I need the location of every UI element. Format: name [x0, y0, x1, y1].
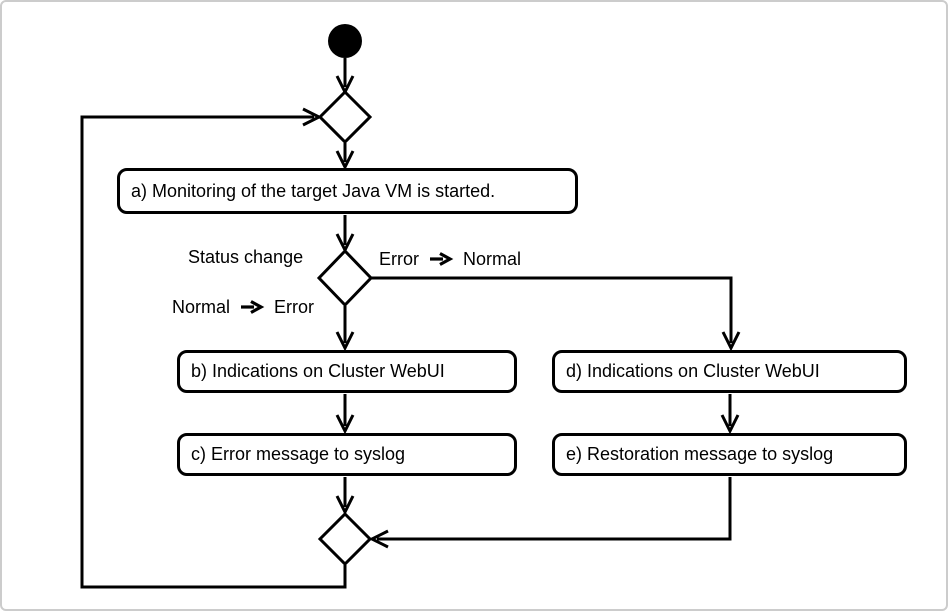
activity-a-monitoring-started: a) Monitoring of the target Java VM is s… [117, 168, 578, 214]
activity-e-restoration-syslog: e) Restoration message to syslog [552, 433, 907, 476]
merge-diamond-bottom [317, 511, 373, 567]
merge-diamond-top [317, 89, 373, 145]
error-to-normal-from: Error [379, 248, 419, 269]
edge-activity-e-to-merge-bottom [368, 477, 732, 549]
initial-node [328, 24, 362, 58]
normal-to-error-from: Normal [172, 296, 231, 317]
activity-b-label: b) Indications on Cluster WebUI [191, 361, 445, 381]
label-error-to-normal: Error Normal [379, 249, 521, 269]
activity-b-indications-webui: b) Indications on Cluster WebUI [177, 350, 517, 393]
edge-decision-to-activity-d [371, 276, 741, 352]
right-arrow-icon [241, 300, 265, 314]
edge-loop-back [80, 107, 347, 589]
activity-c-error-syslog: c) Error message to syslog [177, 433, 517, 476]
activity-d-label: d) Indications on Cluster WebUI [566, 361, 820, 381]
activity-e-label: e) Restoration message to syslog [566, 444, 834, 464]
activity-a-label: a) Monitoring of the target Java VM is s… [131, 180, 496, 201]
normal-to-error-to: Error [274, 296, 315, 317]
decision-diamond-status-change [316, 248, 374, 308]
activity-d-indications-webui: d) Indications on Cluster WebUI [552, 350, 907, 393]
error-to-normal-to: Normal [463, 248, 522, 269]
status-change-text: Status change [188, 246, 304, 267]
label-status-change: Status change [188, 247, 303, 267]
right-arrow-icon [430, 252, 454, 266]
activity-c-label: c) Error message to syslog [191, 444, 406, 464]
label-normal-to-error: Normal Error [172, 297, 314, 317]
